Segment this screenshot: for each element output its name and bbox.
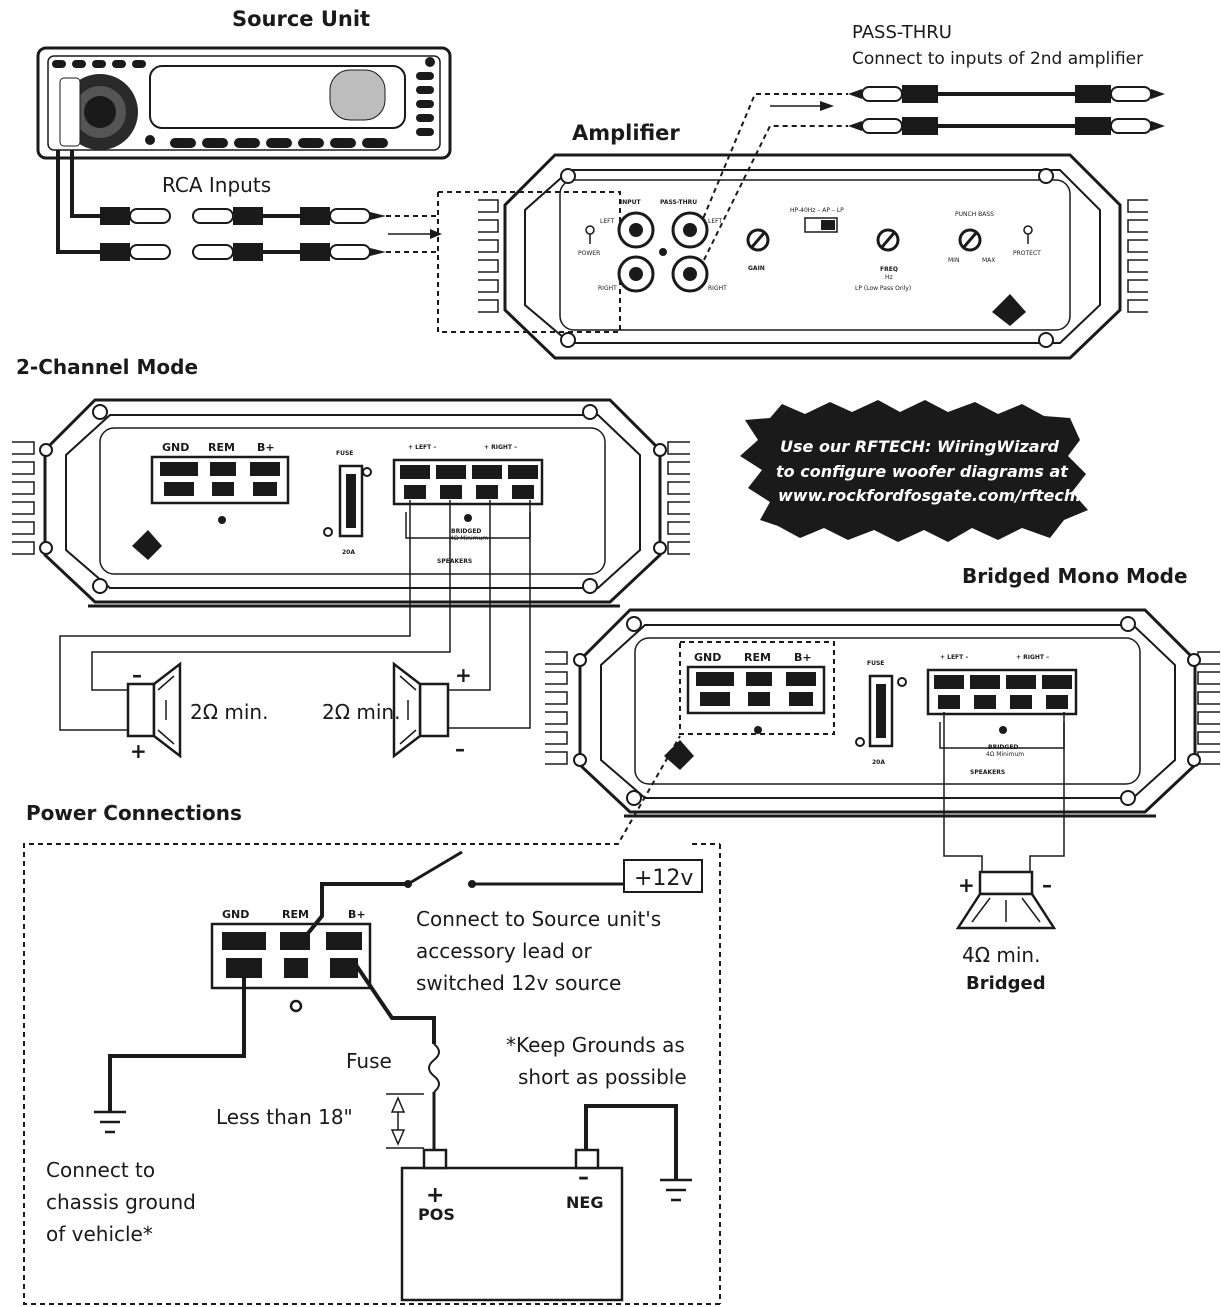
keep-grounds-line-1: *Keep Grounds as — [506, 1033, 685, 1057]
left-speaker-plus: + — [130, 739, 147, 763]
battery-pos-label: POS — [418, 1205, 455, 1224]
two-ch-gnd-label: GND — [162, 441, 189, 454]
bridged-mono-heading: Bridged Mono Mode — [962, 564, 1188, 588]
amp-xover-label: HP-40Hz – AP – LP — [790, 207, 844, 214]
ground-wiring — [94, 960, 246, 1134]
source-unit — [36, 46, 452, 160]
two-ch-fuse-label: FUSE — [336, 450, 353, 457]
power-gnd-label: GND — [222, 908, 249, 921]
amp-max-label: MAX — [982, 257, 995, 264]
two-channel-speaker-wiring — [59, 500, 531, 759]
accessory-line-1: Connect to Source unit's — [416, 907, 661, 931]
bridged-fuse-label: FUSE — [867, 660, 884, 667]
wizard-line-1: Use our RFTECH: WiringWizard — [780, 437, 1059, 456]
two-ch-rem-label: REM — [208, 441, 235, 454]
bridged-bridged-label: BRIDGED — [988, 744, 1018, 751]
power-connections-box — [23, 735, 721, 1305]
power-rem-label: REM — [282, 908, 309, 921]
rca-cables — [56, 150, 621, 333]
amp-freq-unit: Hz — [885, 274, 893, 281]
chassis-line-1: Connect to — [46, 1158, 155, 1182]
two-channel-heading: 2-Channel Mode — [16, 355, 198, 379]
amplifier-heading: Amplifier — [572, 121, 680, 145]
amp-min-label: MIN — [948, 257, 959, 264]
bplus-wiring — [352, 960, 440, 1150]
wizard-line-3: www.rockfordfosgate.com/rftech. — [778, 486, 1081, 505]
bridged-rem-label: REM — [744, 651, 771, 664]
amp-freq-label: FREQ — [880, 266, 898, 273]
keep-grounds-line-2: short as possible — [518, 1065, 687, 1089]
bridged-speaker — [943, 712, 1065, 930]
amp-input-label: INPUT — [620, 199, 642, 206]
amp-right-label-2: RIGHT — [708, 285, 727, 292]
amplifier-bridged-mono — [545, 608, 1220, 818]
pass-thru-title: PASS-THRU — [852, 22, 952, 43]
power-connections-heading: Power Connections — [26, 801, 242, 825]
two-ch-speakers-label: SPEAKERS — [437, 558, 472, 565]
bridged-bplus-label: B+ — [794, 651, 812, 664]
battery — [400, 1104, 692, 1302]
fuse-label: Fuse — [346, 1049, 392, 1073]
bridged-speakers-label: SPEAKERS — [970, 769, 1005, 776]
right-speaker-impedance: 2Ω min. — [322, 700, 400, 724]
battery-neg-label: NEG — [566, 1193, 603, 1212]
battery-plus: + — [426, 1183, 444, 1208]
right-speaker-minus: – — [455, 737, 465, 761]
bridged-bridged-min: 4Ω Minimum — [986, 751, 1024, 758]
amp-gain-label: GAIN — [748, 265, 765, 272]
bridged-right-label: + RIGHT – — [1016, 654, 1049, 661]
chassis-line-3: of vehicle* — [46, 1222, 153, 1246]
wizard-line-2: to configure woofer diagrams at — [776, 462, 1069, 481]
bridged-speaker-plus: + — [958, 873, 975, 897]
two-ch-bridged-min: 4Ω Minimum — [450, 535, 488, 542]
wiring-wizard-burst — [740, 400, 1088, 542]
two-ch-bplus-label: B+ — [257, 441, 275, 454]
two-ch-fuse-rating: 20A — [342, 549, 355, 556]
rem-switch-wiring — [294, 850, 703, 950]
amp-lp-note: LP (Low Pass Only) — [855, 285, 911, 292]
amp-power-label: POWER — [578, 250, 600, 257]
two-ch-left-label: + LEFT – — [408, 444, 436, 451]
bridged-left-label: + LEFT – — [940, 654, 968, 661]
bridged-fuse-rating: 20A — [872, 759, 885, 766]
amp-left-label: LEFT — [600, 218, 614, 225]
amp-pass-thru-label: PASS-THRU — [660, 199, 697, 206]
amp-left-label-2: LEFT — [708, 218, 722, 225]
accessory-line-2: accessory lead or — [416, 939, 592, 963]
amp-protect-label: PROTECT — [1013, 250, 1041, 257]
rca-inputs-label: RCA Inputs — [162, 173, 271, 197]
two-ch-bridged-label: BRIDGED — [451, 528, 481, 535]
left-speaker-impedance: 2Ω min. — [190, 700, 268, 724]
power-bplus-label: B+ — [348, 908, 366, 921]
plus12v-label: +12v — [634, 866, 693, 891]
source-unit-heading: Source Unit — [232, 7, 370, 31]
bridged-speaker-minus: – — [1042, 873, 1052, 897]
pass-thru-cables — [699, 85, 1165, 269]
chassis-line-2: chassis ground — [46, 1190, 196, 1214]
less-than-label: Less than 18" — [216, 1105, 353, 1129]
amp-right-label: RIGHT — [598, 285, 617, 292]
two-ch-right-label: + RIGHT – — [484, 444, 517, 451]
bridged-word: Bridged — [966, 973, 1046, 994]
amplifier-two-channel — [12, 398, 690, 608]
pass-thru-desc: Connect to inputs of 2nd amplifier — [852, 49, 1143, 69]
battery-minus: – — [578, 1165, 589, 1190]
amp-punch-bass-label: PUNCH BASS — [955, 211, 994, 218]
left-speaker-minus: – — [132, 663, 142, 687]
right-speaker-plus: + — [455, 663, 472, 687]
accessory-line-3: switched 12v source — [416, 971, 621, 995]
bridged-impedance: 4Ω min. — [962, 943, 1040, 967]
amplifier-top — [478, 153, 1148, 360]
bridged-gnd-label: GND — [694, 651, 721, 664]
power-terminal-block — [210, 922, 372, 1013]
